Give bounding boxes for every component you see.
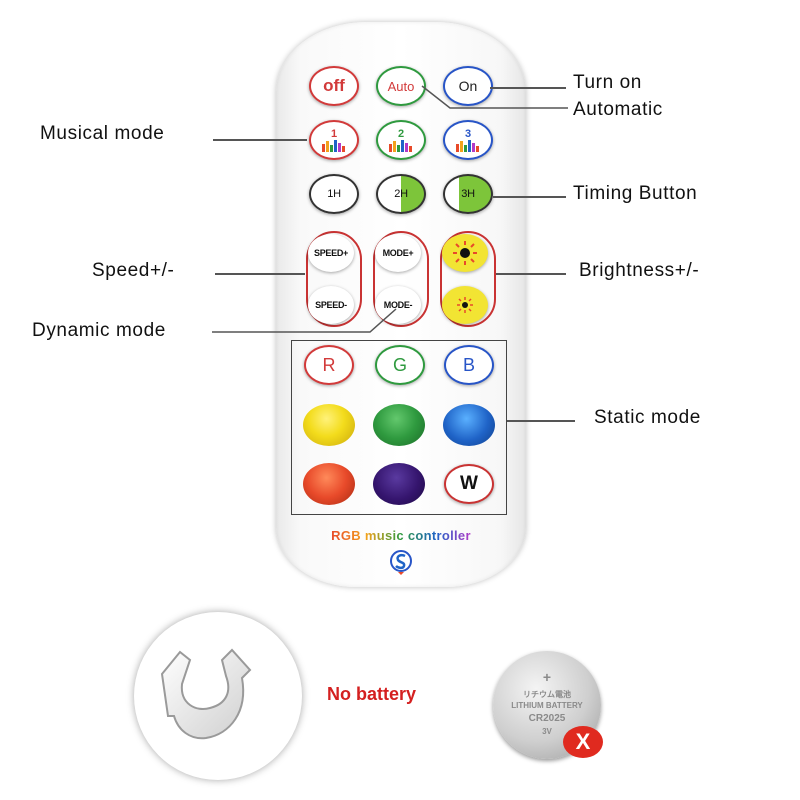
green-color-button[interactable] [373, 404, 425, 446]
clip-accessory [134, 612, 302, 780]
green-button[interactable]: G [375, 345, 425, 385]
auto-label: Auto [387, 78, 415, 94]
blue-color-button[interactable] [443, 404, 495, 446]
white-label: W [460, 473, 478, 494]
speed-plus-button[interactable]: SPEED+ [308, 234, 354, 272]
sun-icon [453, 241, 477, 265]
automatic-line [421, 85, 568, 109]
timing-line [493, 196, 566, 198]
red-button[interactable]: R [304, 345, 354, 385]
auto-button[interactable]: Auto [376, 66, 426, 106]
static-mode-label: Static mode [594, 407, 701, 428]
battery-text-4: 3V [542, 727, 552, 736]
equalizer-icon [456, 139, 479, 152]
turn-on-label: Turn on [573, 72, 642, 93]
battery-text-2: LITHIUM BATTERY [511, 701, 583, 710]
brightness-minus-button[interactable] [442, 286, 488, 324]
mode-minus-label: MODE- [383, 300, 413, 310]
music-mode-2-button[interactable]: 2 [376, 120, 426, 160]
yellow-button[interactable] [303, 404, 355, 446]
timing-1h-label: 1H [327, 188, 341, 200]
speed-line [215, 273, 305, 275]
brand-logo-icon [390, 550, 412, 575]
speed-plus-label: SPEED+ [314, 248, 348, 258]
music-3-number: 3 [464, 127, 472, 140]
timing-3h-button[interactable]: 3H [443, 174, 493, 214]
timing-1h-button[interactable]: 1H [309, 174, 359, 214]
x-mark-label: X [575, 729, 591, 754]
brand-text: RGB music controller [276, 528, 526, 543]
clip-icon [160, 648, 252, 740]
purple-button[interactable] [373, 463, 425, 505]
static-mode-box [291, 340, 507, 515]
timing-button-label: Timing Button [573, 183, 698, 204]
equalizer-icon [389, 139, 412, 152]
off-label: off [323, 76, 345, 95]
brightness-plus-button[interactable] [442, 234, 488, 272]
timing-3h-label: 3H [461, 188, 475, 200]
battery-text-1: リチウム電池 [523, 690, 571, 699]
timing-2h-button[interactable]: 2H [376, 174, 426, 214]
blue-button[interactable]: B [444, 345, 494, 385]
battery-plus-sign: + [542, 669, 552, 685]
green-label: G [392, 354, 407, 375]
equalizer-icon [322, 139, 345, 152]
dynamic-mode-label: Dynamic mode [32, 320, 166, 341]
mode-pill [373, 231, 429, 327]
brand-label: RGB music controller [331, 528, 471, 543]
orange-button[interactable] [303, 463, 355, 505]
speed-label: Speed+/- [92, 260, 175, 281]
battery-text-3: CR2025 [528, 713, 566, 724]
white-button[interactable]: W [444, 464, 494, 504]
on-button[interactable]: On [443, 66, 493, 106]
music-mode-3-button[interactable]: 3 [443, 120, 493, 160]
musical-mode-label: Musical mode [40, 123, 165, 144]
mode-minus-button[interactable]: MODE- [375, 286, 421, 324]
dynamic-mode-line [212, 308, 397, 333]
on-label: On [458, 78, 478, 94]
speed-minus-button[interactable]: SPEED- [308, 286, 354, 324]
no-battery-label: No battery [327, 684, 417, 704]
music-2-number: 2 [397, 127, 405, 140]
x-mark-icon: X [563, 726, 603, 758]
speed-pill [306, 231, 362, 327]
music-mode-1-button[interactable]: 1 [309, 120, 359, 160]
off-button[interactable]: off [309, 66, 359, 106]
mode-plus-button[interactable]: MODE+ [375, 234, 421, 272]
blue-label: B [462, 354, 475, 375]
brightness-label: Brightness+/- [579, 260, 700, 281]
brightness-pill [440, 231, 496, 327]
music-1-number: 1 [330, 127, 338, 140]
static-mode-line [507, 420, 575, 422]
turn-on-line [490, 87, 566, 89]
speed-minus-label: SPEED- [315, 300, 347, 310]
timing-2h-label: 2H [394, 188, 408, 200]
mode-plus-label: MODE+ [382, 248, 414, 258]
brightness-line [496, 273, 566, 275]
sun-icon [457, 297, 473, 313]
red-label: R [322, 354, 336, 375]
musical-mode-line [213, 139, 307, 141]
automatic-label: Automatic [573, 99, 663, 120]
